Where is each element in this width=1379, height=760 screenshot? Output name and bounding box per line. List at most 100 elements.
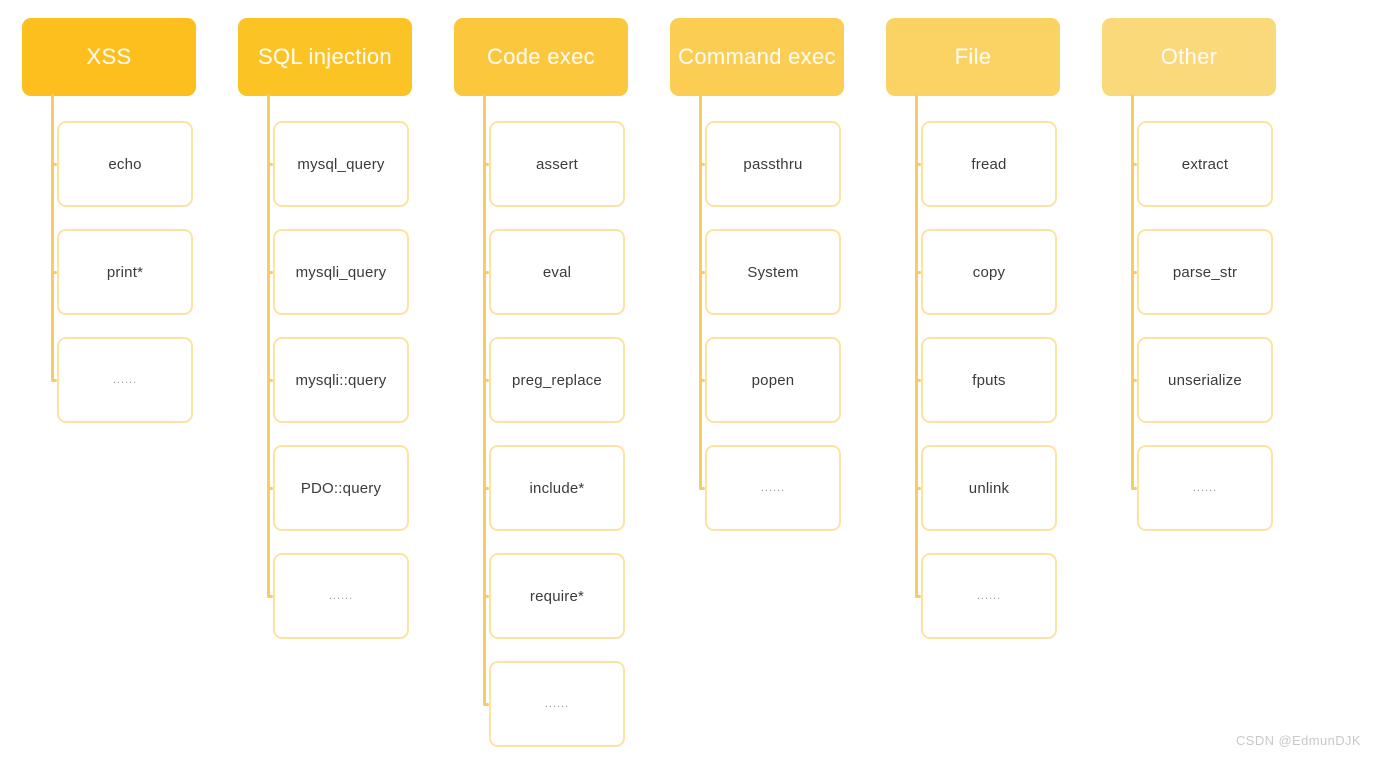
function-name-label: PDO::query	[300, 479, 382, 497]
connector-stub-code-exec-0	[483, 162, 489, 166]
more-items-ellipsis: ......	[544, 698, 570, 710]
connector-stub-file-3	[915, 486, 921, 490]
function-box-code-exec-1[interactable]: eval	[489, 229, 625, 315]
connector-stub-code-exec-1	[483, 270, 489, 274]
connector-stub-command-exec-3	[699, 486, 705, 490]
function-box-xss-0[interactable]: echo	[57, 121, 193, 207]
connector-stub-xss-0	[51, 162, 57, 166]
connector-stub-code-exec-5	[483, 702, 489, 706]
function-name-label: copy	[972, 263, 1006, 281]
category-header-file[interactable]: File	[886, 18, 1060, 96]
function-box-other-1[interactable]: parse_str	[1137, 229, 1273, 315]
function-name-label: popen	[751, 371, 795, 389]
function-name-label: eval	[542, 263, 572, 281]
function-box-sql-injection-4[interactable]: ......	[273, 553, 409, 639]
function-name-label: print*	[106, 263, 144, 281]
function-box-file-4[interactable]: ......	[921, 553, 1057, 639]
function-name-label: unserialize	[1168, 371, 1242, 389]
function-box-code-exec-5[interactable]: ......	[489, 661, 625, 747]
function-name-label: parse_str	[1172, 263, 1238, 281]
more-items-ellipsis: ......	[1192, 482, 1218, 494]
connector-stub-sql-injection-3	[267, 486, 273, 490]
category-column-file: File fread copy fputs unlink......	[864, 0, 1080, 760]
category-column-other: Other extract parse_str unserialize......	[1080, 0, 1296, 760]
function-box-code-exec-0[interactable]: assert	[489, 121, 625, 207]
connector-stub-sql-injection-2	[267, 378, 273, 382]
connector-stub-command-exec-0	[699, 162, 705, 166]
connector-stub-sql-injection-0	[267, 162, 273, 166]
connector-stub-file-4	[915, 594, 921, 598]
function-box-command-exec-2[interactable]: popen	[705, 337, 841, 423]
function-name-label: mysqli_query	[295, 263, 387, 281]
function-box-other-3[interactable]: ......	[1137, 445, 1273, 531]
more-items-ellipsis: ......	[112, 374, 138, 386]
function-box-file-0[interactable]: fread	[921, 121, 1057, 207]
connector-stub-xss-2	[51, 378, 57, 382]
function-box-file-1[interactable]: copy	[921, 229, 1057, 315]
function-box-other-2[interactable]: unserialize	[1137, 337, 1273, 423]
function-name-label: System	[747, 263, 799, 281]
more-items-ellipsis: ......	[760, 482, 786, 494]
function-box-sql-injection-1[interactable]: mysqli_query	[273, 229, 409, 315]
function-name-label: assert	[535, 155, 579, 173]
function-name-label: unlink	[968, 479, 1010, 497]
function-box-file-2[interactable]: fputs	[921, 337, 1057, 423]
csdn-watermark: CSDN @EdmunDJK	[1236, 733, 1361, 748]
connector-stub-code-exec-3	[483, 486, 489, 490]
connector-stub-code-exec-2	[483, 378, 489, 382]
category-header-other[interactable]: Other	[1102, 18, 1276, 96]
function-box-code-exec-3[interactable]: include*	[489, 445, 625, 531]
function-name-label: fread	[971, 155, 1007, 173]
connector-trunk-file	[915, 94, 918, 596]
category-column-code-exec: Code exec assert eval preg_replace include* r…	[432, 0, 648, 760]
function-name-label: extract	[1181, 155, 1229, 173]
function-name-label: mysqli::query	[295, 371, 387, 389]
connector-stub-file-2	[915, 378, 921, 382]
category-column-xss: XSS echo print*......	[0, 0, 216, 760]
connector-trunk-xss	[51, 94, 54, 380]
connector-stub-other-0	[1131, 162, 1137, 166]
function-box-code-exec-2[interactable]: preg_replace	[489, 337, 625, 423]
connector-stub-code-exec-4	[483, 594, 489, 598]
more-items-ellipsis: ......	[976, 590, 1002, 602]
function-box-code-exec-4[interactable]: require*	[489, 553, 625, 639]
more-items-ellipsis: ......	[328, 590, 354, 602]
connector-stub-sql-injection-4	[267, 594, 273, 598]
function-box-command-exec-3[interactable]: ......	[705, 445, 841, 531]
category-header-command-exec[interactable]: Command exec	[670, 18, 844, 96]
function-box-xss-1[interactable]: print*	[57, 229, 193, 315]
function-box-command-exec-1[interactable]: System	[705, 229, 841, 315]
connector-stub-other-1	[1131, 270, 1137, 274]
function-box-file-3[interactable]: unlink	[921, 445, 1057, 531]
connector-trunk-command-exec	[699, 94, 702, 488]
function-name-label: passthru	[743, 155, 803, 173]
connector-stub-sql-injection-1	[267, 270, 273, 274]
connector-stub-command-exec-2	[699, 378, 705, 382]
connector-trunk-other	[1131, 94, 1134, 488]
function-name-label: echo	[108, 155, 142, 173]
connector-stub-file-0	[915, 162, 921, 166]
connector-stub-file-1	[915, 270, 921, 274]
category-header-code-exec[interactable]: Code exec	[454, 18, 628, 96]
function-name-label: require*	[529, 587, 585, 605]
function-box-other-0[interactable]: extract	[1137, 121, 1273, 207]
category-header-sql-injection[interactable]: SQL injection	[238, 18, 412, 96]
function-name-label: include*	[529, 479, 585, 497]
connector-trunk-code-exec	[483, 94, 486, 704]
connector-stub-other-2	[1131, 378, 1137, 382]
connector-stub-other-3	[1131, 486, 1137, 490]
function-box-command-exec-0[interactable]: passthru	[705, 121, 841, 207]
connector-stub-command-exec-1	[699, 270, 705, 274]
connector-trunk-sql-injection	[267, 94, 270, 596]
function-box-sql-injection-2[interactable]: mysqli::query	[273, 337, 409, 423]
function-box-sql-injection-3[interactable]: PDO::query	[273, 445, 409, 531]
function-name-label: preg_replace	[512, 371, 602, 389]
category-header-xss[interactable]: XSS	[22, 18, 196, 96]
function-box-xss-2[interactable]: ......	[57, 337, 193, 423]
function-box-sql-injection-0[interactable]: mysql_query	[273, 121, 409, 207]
function-name-label: mysql_query	[297, 155, 385, 173]
connector-stub-xss-1	[51, 270, 57, 274]
